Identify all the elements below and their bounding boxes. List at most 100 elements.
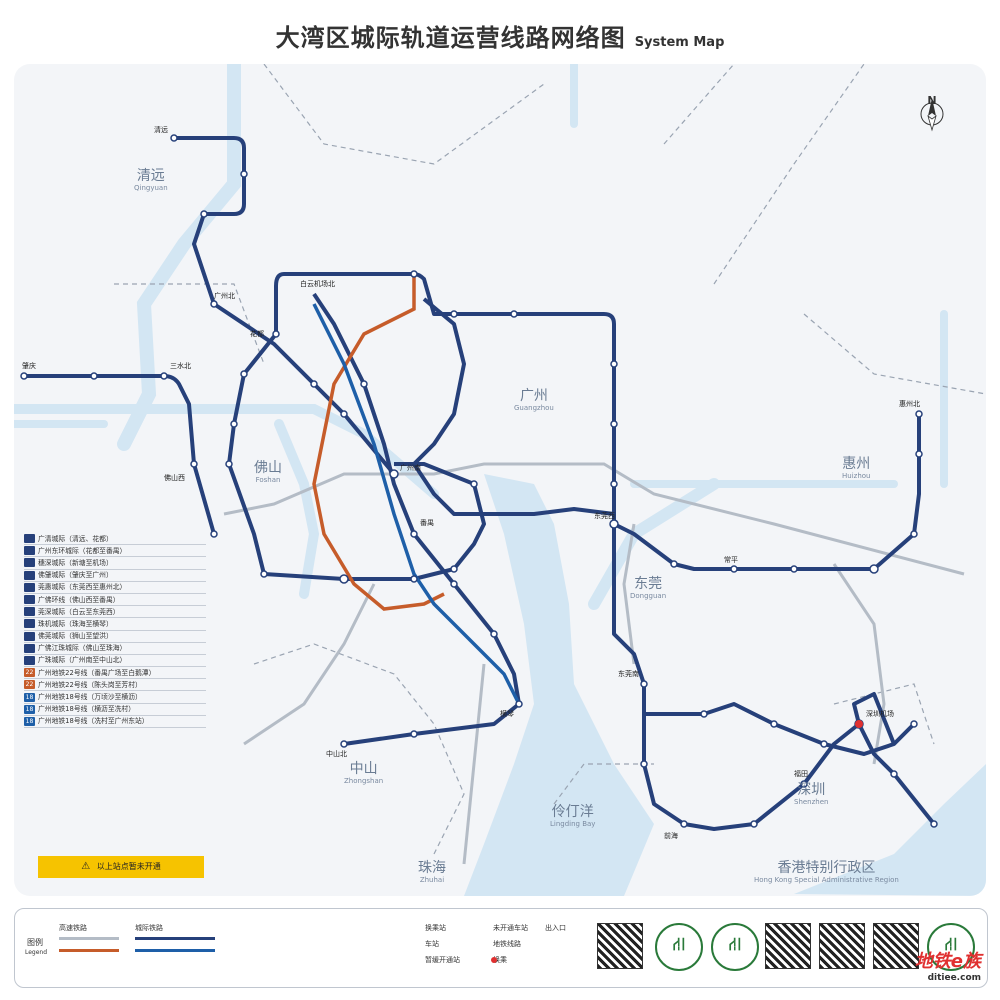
qr-code-icon[interactable]: [819, 923, 865, 969]
station-label[interactable]: 福田: [794, 770, 808, 778]
station-label[interactable]: 深圳机场: [866, 710, 894, 718]
station-label[interactable]: 常平: [724, 556, 738, 564]
legend-label: 广州地铁18号线（横沥至冼村）: [38, 705, 136, 714]
line-color-swatch: 22: [24, 680, 35, 690]
legend-label: 佛莞城际（狮山至望洪）: [38, 632, 113, 641]
lingding-bay-water: [464, 474, 654, 896]
station-label[interactable]: 广州南: [400, 464, 421, 472]
hk-water: [794, 764, 986, 896]
legend-label: 广州地铁22号线（陈头岗至芳村）: [38, 680, 142, 689]
station-label[interactable]: 花都: [250, 330, 264, 338]
group-intercity: 城际铁路: [135, 924, 163, 932]
warning-text: 以上站点暂未开通: [96, 862, 161, 871]
metro-18-line: [312, 303, 521, 705]
legend-label: 广珠城际（广州南至中山北）: [38, 656, 127, 665]
station-label[interactable]: 番禺: [420, 519, 434, 527]
station-label[interactable]: 白云机场北: [300, 280, 335, 288]
line-legend: 广清城际（清远、花都） 广州东环城际（花都至番禺） 穗深城际（新塘至机场） 佛肇城际（…: [24, 533, 206, 728]
airport-dot-icon: [491, 957, 497, 963]
app-logo-icon[interactable]: ⛙: [655, 923, 703, 971]
legend-row: 广清城际（清远、花都）: [24, 533, 206, 546]
legend-label: 广清城际（清远、花都）: [38, 534, 113, 543]
map-title: 大湾区城际轨道运营线路网络图 System Map: [0, 18, 1000, 53]
line-color-swatch: [24, 558, 35, 568]
station-label[interactable]: 三水北: [170, 362, 191, 370]
warning-icon: ⚠: [81, 861, 91, 872]
line-color-swatch: [24, 546, 35, 556]
station-label[interactable]: 广州北: [214, 292, 235, 300]
metro-22-line: [312, 274, 445, 611]
station-label[interactable]: 肇庆: [22, 362, 36, 370]
watermark-url: ditiee.com: [927, 973, 981, 983]
metro22-swatch: [59, 949, 119, 952]
symbol-metro: 地铁线路: [493, 940, 521, 948]
line-color-swatch: [24, 643, 35, 653]
station-label[interactable]: 横琴: [500, 710, 514, 718]
intercity-swatch: [135, 937, 215, 940]
legend-label: 莞深城际（白云至东莞西）: [38, 607, 120, 616]
station-label[interactable]: 佛山西: [164, 474, 185, 482]
legend-label: 莞惠城际（东莞西至惠州北）: [38, 583, 127, 592]
title-en: System Map: [634, 35, 725, 50]
app-logo-icon[interactable]: ⛙: [927, 923, 975, 971]
compass-icon: [920, 98, 944, 132]
symbol-deferred: 暂缓开通站: [425, 956, 460, 964]
line-color-swatch: [24, 631, 35, 641]
station-label[interactable]: 前海: [664, 832, 678, 840]
legend-row: 广州东环城际（花都至番禺）: [24, 545, 206, 558]
legend-title: 图例: [27, 938, 43, 947]
line-color-swatch: [24, 619, 35, 629]
line-color-swatch: 18: [24, 716, 35, 726]
legend-row: 广佛江珠城际（佛山至珠海）: [24, 643, 206, 655]
group-highspeed: 高速铁路: [59, 924, 87, 932]
not-open-warning: ⚠ 以上站点暂未开通: [38, 856, 204, 878]
station-label[interactable]: 东莞西: [594, 512, 615, 520]
legend-label: 珠机城际（珠海至横琴）: [38, 619, 113, 628]
legend-label: 穗深城际（新塘至机场）: [38, 558, 113, 567]
map-canvas: [14, 64, 986, 896]
qr-code-icon[interactable]: [873, 923, 919, 969]
station-label[interactable]: 东莞南: [618, 670, 639, 678]
line-color-swatch: 18: [24, 704, 35, 714]
qr-code-icon[interactable]: [765, 923, 811, 969]
legend-label: 佛肇城际（肇庆至广州）: [38, 571, 113, 580]
qr-code-icon[interactable]: [597, 923, 643, 969]
station-label[interactable]: 中山北: [326, 750, 347, 758]
symbol-exit: 出入口: [545, 924, 566, 932]
legend-label: 广州地铁22号线（番禺广场至白鹅潭）: [38, 668, 156, 677]
app-logo-icon[interactable]: ⛙: [711, 923, 759, 971]
legend-label: 广州东环城际（花都至番禺）: [38, 546, 127, 555]
station-label[interactable]: 惠州北: [899, 400, 920, 408]
symbol-station: 车站: [425, 940, 439, 948]
legend-label: 广佛江珠城际（佛山至珠海）: [38, 644, 127, 653]
watermark-text: 地铁e族: [914, 951, 981, 972]
airport-marker: [855, 720, 863, 728]
line-color-swatch: [24, 595, 35, 605]
legend-row: 广珠城际（广州南至中山北）: [24, 655, 206, 668]
line-color-swatch: [24, 655, 35, 665]
rivers: [14, 64, 948, 610]
symbol-unopened: 未开通车站: [493, 924, 528, 932]
line-color-swatch: [24, 607, 35, 617]
highspeed-lines: [223, 462, 965, 865]
legend-row: 莞惠城际（东莞西至惠州北）: [24, 582, 206, 594]
station-label[interactable]: 清远: [154, 126, 168, 134]
legend-row: 佛莞城际（狮山至望洪）: [24, 631, 206, 643]
symbol-transfer: 换乘: [493, 956, 507, 964]
legend-row: 佛肇城际（肇庆至广州）: [24, 570, 206, 582]
line-color-swatch: 18: [24, 692, 35, 702]
